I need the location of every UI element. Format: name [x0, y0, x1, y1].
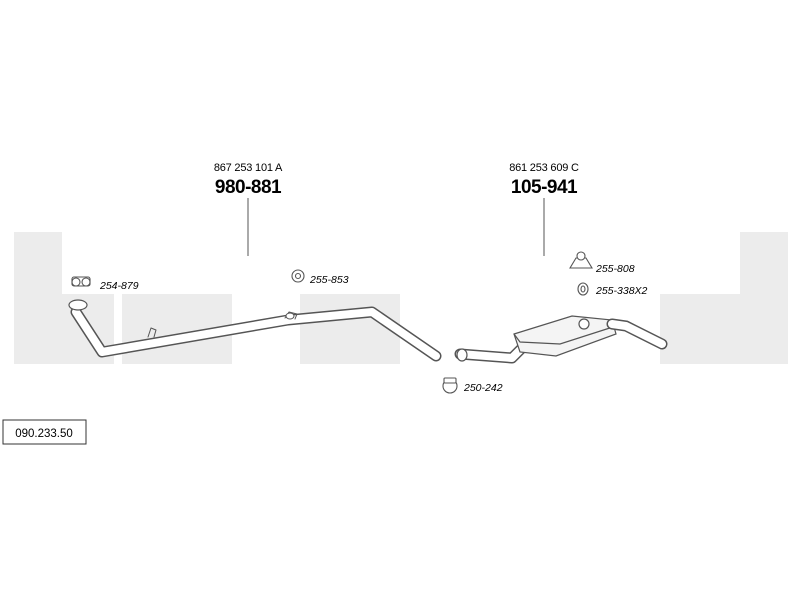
- hanger-ref: 255-808: [595, 263, 635, 275]
- front-pipe: [68, 299, 442, 362]
- pipe-oem-number: 867 253 101 A: [214, 162, 283, 174]
- rubber-ring-ref: 255-338X2: [595, 285, 648, 297]
- watermark-letter-b: [14, 232, 114, 364]
- catalog-number-box: [2, 419, 87, 445]
- ring-middle-ref: 255-853: [309, 274, 349, 286]
- watermark-letter-a: [660, 294, 740, 364]
- catalog-number: 090.233.50: [15, 428, 73, 440]
- clamp-joint-ref: 250-242: [463, 382, 503, 394]
- hanger-icon: [569, 251, 593, 269]
- clamp-joint-icon: [442, 377, 458, 394]
- pipe-part-number: 980-881: [215, 177, 282, 198]
- clamp-front-ref: 254-879: [99, 280, 139, 292]
- ring-middle-icon: [291, 269, 305, 283]
- muffler-part-number: 105-941: [511, 177, 578, 198]
- rear-muffler: [513, 315, 668, 357]
- bosal-watermark: [14, 232, 788, 364]
- clamp-front-icon: [71, 276, 91, 287]
- muffler-oem-number: 861 253 609 C: [509, 162, 579, 174]
- rubber-ring-icon: [577, 282, 589, 296]
- watermark-letter-s: [300, 294, 400, 364]
- watermark-letter-l: [740, 232, 788, 364]
